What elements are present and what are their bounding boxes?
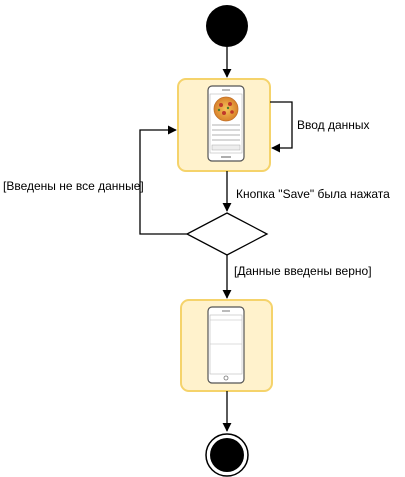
edge-decision-back-to-form xyxy=(139,125,187,235)
label-guard-incomplete: [Введены не все данные] xyxy=(3,179,144,193)
initial-node xyxy=(206,5,248,47)
decision-node xyxy=(185,212,269,256)
final-node xyxy=(205,433,249,477)
phone-result-icon xyxy=(207,306,245,384)
state-result-screen xyxy=(180,299,273,392)
label-trigger-save: Кнопка "Save" была нажата xyxy=(236,187,390,201)
label-guard-correct: [Данные введены верно] xyxy=(234,264,372,278)
pizza-icon xyxy=(213,96,239,122)
edge-self-loop xyxy=(270,101,293,153)
label-self-loop: Ввод данных xyxy=(297,118,370,132)
phone-form-icon xyxy=(207,85,245,162)
state-form-screen xyxy=(177,78,271,172)
